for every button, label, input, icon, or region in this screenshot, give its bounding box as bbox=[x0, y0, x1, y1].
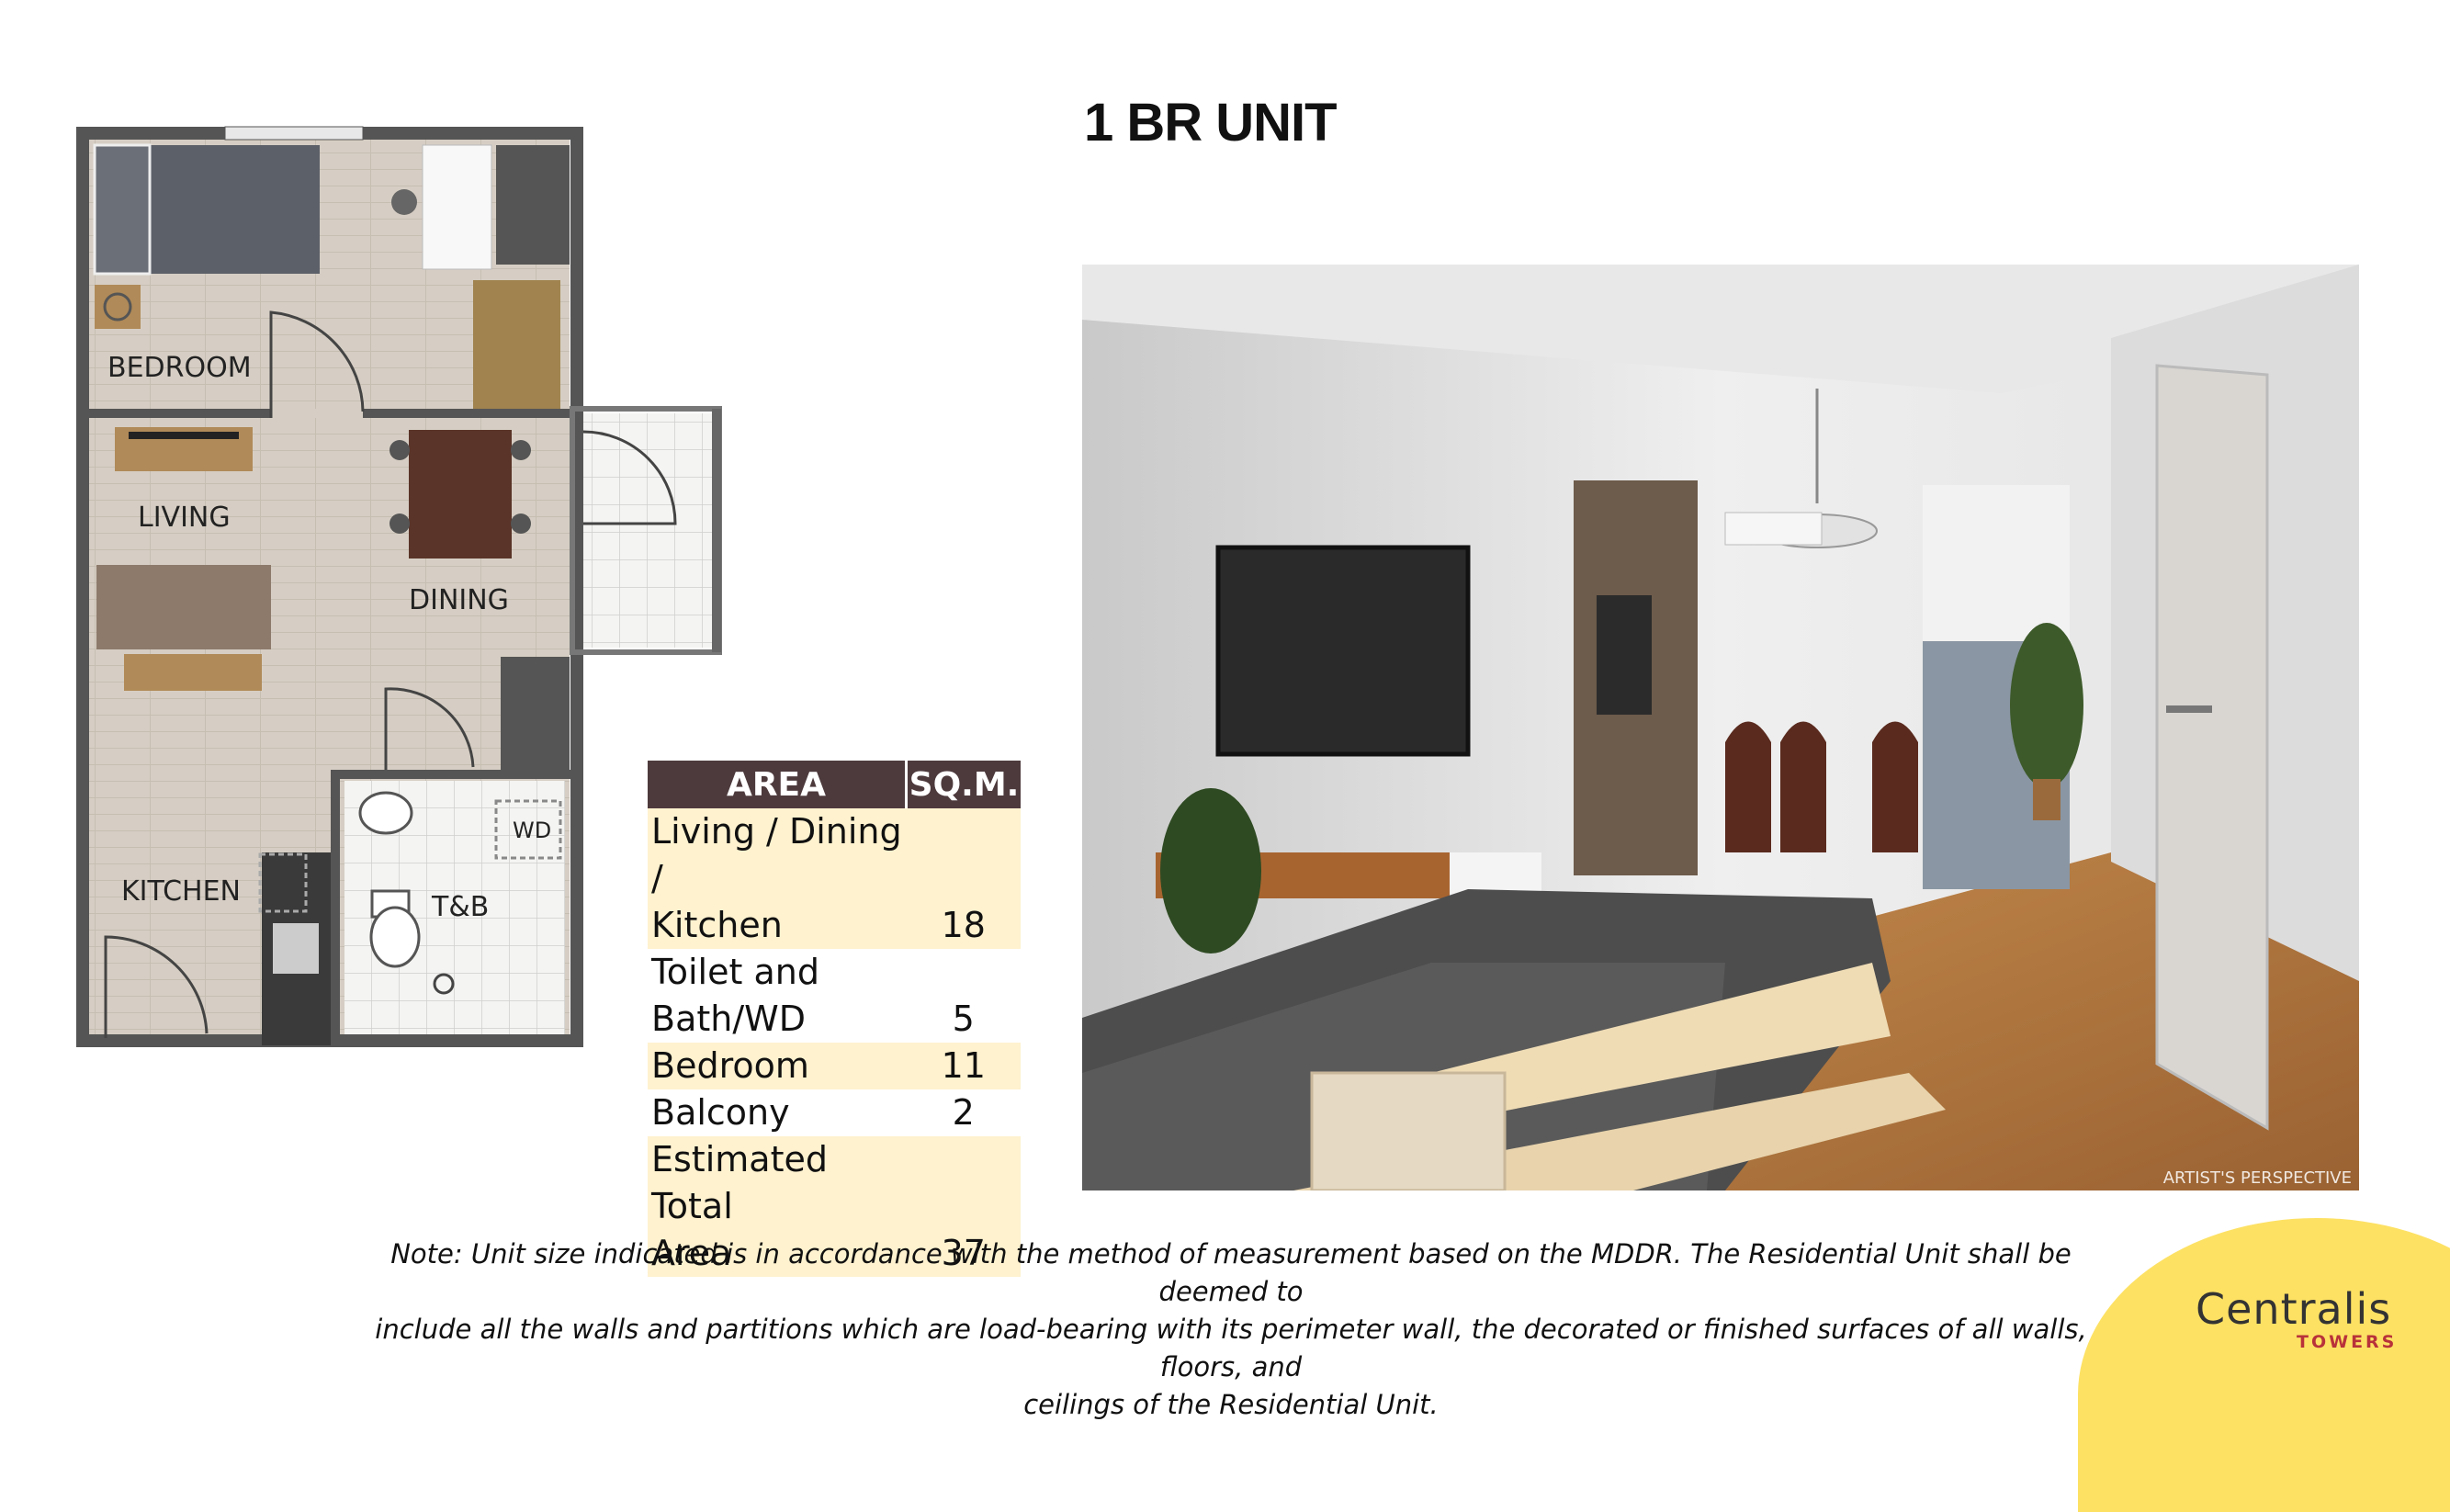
label-wd: WD bbox=[513, 818, 551, 843]
area-name: Area bbox=[651, 1233, 732, 1273]
note-line: Note: Unit size indicated is in accordan… bbox=[390, 1238, 2072, 1307]
area-name: Living / Dining / bbox=[651, 811, 902, 898]
table-row: Living / Dining / Kitchen 18 bbox=[648, 808, 1021, 949]
area-header: AREA bbox=[648, 761, 907, 808]
area-name: Balcony bbox=[651, 1092, 790, 1133]
area-name: Estimated Total bbox=[651, 1139, 828, 1226]
area-name: Bath/WD bbox=[651, 999, 806, 1039]
label-tb: T&B bbox=[431, 891, 489, 923]
note-line: ceilings of the Residential Unit. bbox=[1023, 1389, 1439, 1420]
floor-plan: BEDROOM LIVING DINING KITCHEN T&B WD bbox=[76, 126, 722, 1047]
area-name: Toilet and bbox=[651, 952, 819, 992]
table-row: Balcony 2 bbox=[648, 1089, 1021, 1136]
logo-background bbox=[2078, 1218, 2450, 1512]
area-name: Bedroom bbox=[648, 1043, 907, 1089]
interior-render: ARTIST'S PERSPECTIVE bbox=[1082, 265, 2359, 1190]
area-value: 2 bbox=[952, 1092, 975, 1133]
page-title: 1 BR UNIT bbox=[1084, 93, 1338, 152]
brand-logo-sub: TOWERS bbox=[2297, 1332, 2398, 1352]
area-name: Kitchen bbox=[651, 905, 783, 945]
area-value: 18 bbox=[906, 808, 1021, 949]
label-bedroom: BEDROOM bbox=[107, 352, 252, 384]
brand-logo-name: Centralis bbox=[2196, 1284, 2392, 1334]
label-living: LIVING bbox=[138, 502, 231, 534]
note-line: include all the walls and partitions whi… bbox=[375, 1314, 2087, 1382]
area-value: 37 bbox=[906, 1136, 1021, 1277]
area-value: 5 bbox=[952, 999, 975, 1039]
area-table: AREA SQ.M. Living / Dining / Kitchen 18 T… bbox=[648, 761, 1021, 1277]
label-dining: DINING bbox=[409, 584, 509, 616]
label-kitchen: KITCHEN bbox=[121, 875, 241, 908]
table-row: Bedroom 11 bbox=[648, 1043, 1021, 1089]
area-value: 11 bbox=[906, 1043, 1021, 1089]
photo-caption: ARTIST'S PERSPECTIVE bbox=[2163, 1168, 2352, 1188]
sqm-header: SQ.M. bbox=[905, 761, 1021, 808]
disclaimer-note: Note: Unit size indicated is in accordan… bbox=[349, 1236, 2113, 1424]
